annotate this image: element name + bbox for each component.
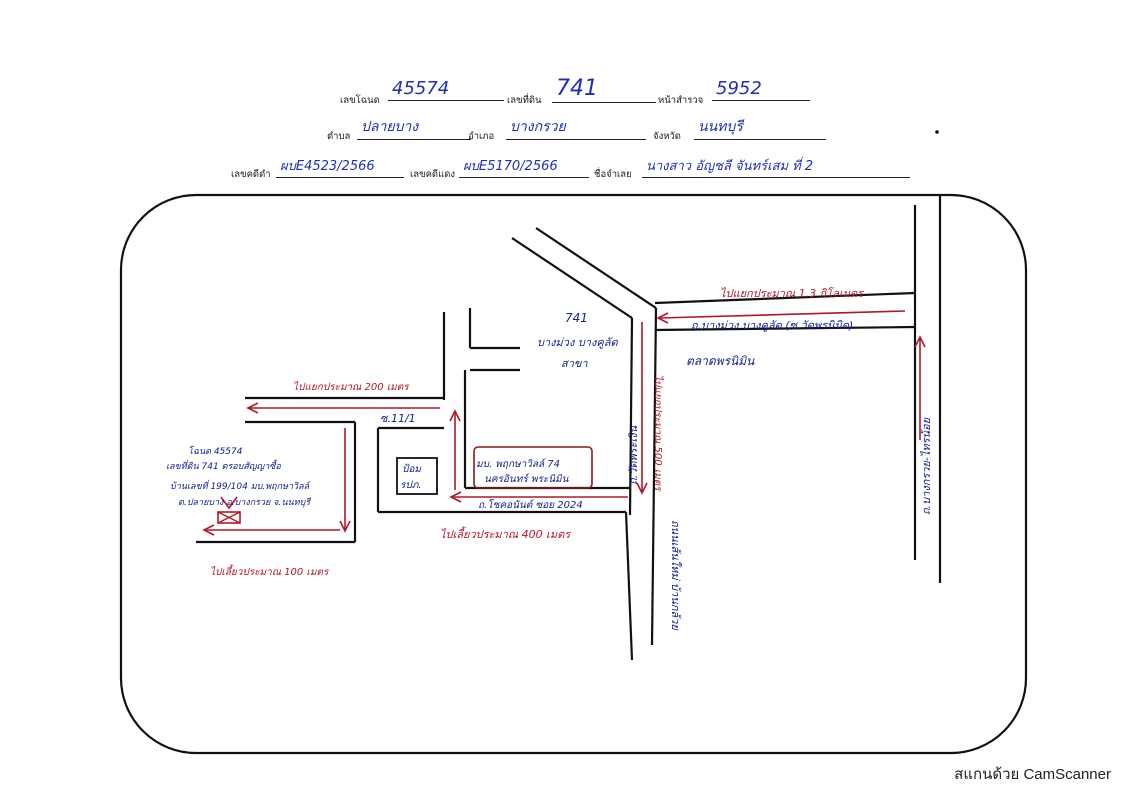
roads — [196, 195, 942, 661]
label-road-main-east: ถ.บางม่วง บางคูลัด (ซ.วัดพรนิมิต) — [691, 319, 853, 332]
label-road-vertical-right: ถ.บางกรวย-ไทรน้อย — [920, 416, 933, 515]
property-note-4: ต.ปลายบาง อ.บางกรวย จ.นนทบุรี — [178, 497, 312, 508]
label-village-box-1: มบ. พฤกษาวิลล์ 74 — [476, 458, 560, 470]
district-value: บางกรวย — [506, 116, 646, 140]
subdistrict-value: ปลายบาง — [357, 116, 471, 140]
title-deed-value: 45574 — [388, 78, 504, 101]
defendant-label: ชื่อจำเลย — [594, 169, 632, 180]
label-soi-distance: ไปแยกประมาณ 200 เมตร — [293, 381, 410, 393]
label-distance-center: ไปแยกประมาณ 500 เมตร — [652, 375, 664, 492]
label-left-distance: ไปเลี้ยวประมาณ 100 เมตร — [210, 564, 330, 578]
defendant-value: นางสาว อัญชลี จันทร์เสม ที่ 2 — [642, 155, 910, 178]
label-distance-east: ไปแยกประมาณ 1.3 กิโลเมตร — [720, 287, 865, 300]
survey-page-value: 5952 — [712, 78, 810, 101]
label-village-1: บางม่วง บางคูลัด — [537, 336, 618, 349]
survey-page-label: หน้าสำรวจ — [658, 95, 704, 106]
label-741: 741 — [565, 311, 588, 325]
label-village-box-2: นครอินทร์ พระนิมิน — [484, 473, 570, 485]
red-case-label: เลขคดีแดง — [410, 169, 456, 180]
label-soi: ซ.11/1 — [380, 412, 416, 425]
black-case-value: ผบE4523/2566 — [276, 155, 404, 178]
label-bottom-distance: ไปเลี้ยวประมาณ 400 เมตร — [440, 526, 572, 541]
speck — [935, 130, 939, 134]
property-note-1: โฉนด 45574 — [188, 445, 243, 457]
property-note-2: เลขที่ดิน 741 ตรอบสัญญาซื้อ — [166, 459, 281, 472]
property-note-3: บ้านเลขที่ 199/104 มบ.พฤกษาวิลล์ — [170, 479, 311, 492]
map-frame — [119, 193, 1028, 755]
route-arrows — [202, 310, 926, 536]
label-market: ตลาดพรนิมิน — [686, 354, 755, 368]
district-label: อำเภอ — [468, 131, 495, 142]
land-no-label: เลขที่ดิน — [507, 95, 542, 106]
scanner-watermark: สแกนด้วย CamScanner — [954, 766, 1111, 783]
label-road-bottom: ถ.โชคอนันต์ ซอย 2024 — [478, 499, 583, 511]
label-village-2: สาขา — [561, 357, 588, 370]
land-no-value: 741 — [552, 76, 656, 103]
subdistrict-label: ตำบล — [327, 131, 351, 142]
village-box — [473, 446, 593, 489]
province-label: จังหวัด — [653, 131, 681, 142]
property-marker — [217, 511, 241, 524]
black-case-label: เลขคดีดำ — [231, 169, 271, 180]
title-deed-label: เลขโฉนด — [340, 95, 380, 106]
province-value: นนทบุรี — [694, 116, 826, 140]
label-guard-2: รปภ. — [400, 480, 422, 491]
red-case-value: ผบE5170/2566 — [459, 155, 589, 178]
label-road-center-lower: ถนนเส้นใหม่ บ้านกล้วย — [669, 520, 682, 631]
label-road-vertical-center: ถ.วัดพระเงิน — [627, 425, 640, 485]
guard-post-box — [396, 457, 438, 495]
label-guard-1: ป้อม — [402, 463, 422, 475]
